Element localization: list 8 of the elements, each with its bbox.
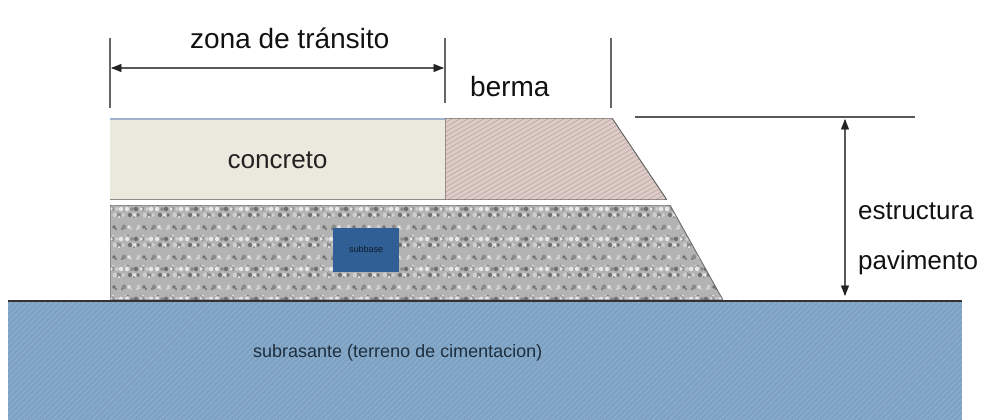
layer-label: subrasante (terreno de cimentacion)	[253, 340, 542, 363]
layer-label: berma	[470, 70, 550, 104]
layer-label: concreto	[228, 143, 328, 176]
dimension-label: zona de tránsito	[190, 22, 390, 56]
dimension-label: estructura pavimento	[858, 194, 979, 277]
concrete-layer	[110, 118, 445, 200]
tag-label: subbase	[348, 243, 384, 256]
subbase-tag	[333, 228, 399, 272]
